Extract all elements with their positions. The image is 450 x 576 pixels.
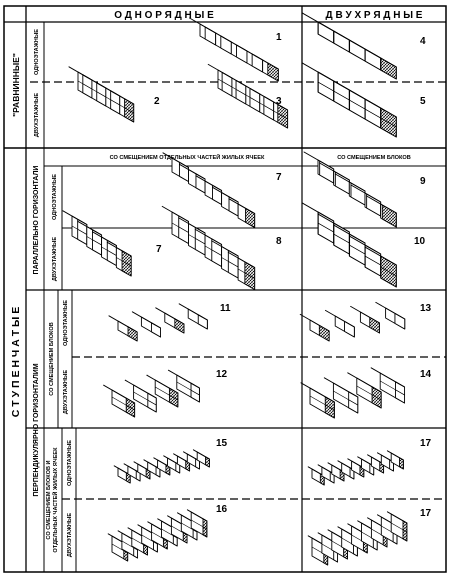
building-9 xyxy=(303,151,397,228)
building-7a xyxy=(162,152,256,228)
variant-7a: 7 xyxy=(276,172,282,183)
header-double-row: Д В У Х Р Я Д Н Ы Е xyxy=(326,10,423,21)
label-offset-blocks-top: СО СМЕЩЕНИЕМ БЛОКОВ xyxy=(337,155,411,161)
building-1 xyxy=(189,17,279,82)
label-one-storey-perp2: ОДНОЭТАЖНЫЕ xyxy=(67,440,73,486)
building-12 xyxy=(103,369,200,418)
variant-13: 13 xyxy=(420,303,432,314)
label-offset-blocks-parts: ОТДЕЛЬНЫХ ЧАСТЕЙ ЖИЛЫХ ЯЧЕЕК xyxy=(51,447,59,553)
building-8 xyxy=(161,205,256,290)
label-offset-blocks-and: СО СМЕЩЕНИЕМ БЛОКОВ И xyxy=(46,460,52,539)
label-one-storey-flat: ОДНОЭТАЖНЫЕ xyxy=(34,29,40,75)
building-3 xyxy=(207,63,289,129)
building-13 xyxy=(299,301,406,342)
variant-15: 15 xyxy=(216,438,228,449)
building-11 xyxy=(108,303,208,342)
variant-16: 16 xyxy=(216,504,228,515)
variant-12: 12 xyxy=(216,369,228,380)
label-offset-parts: СО СМЕЩЕНИЕМ ОТДЕЛЬНЫХ ЧАСТЕЙ ЖИЛЫХ ЯЧЕЕ… xyxy=(110,153,265,161)
label-two-storey-flat: ДВУХЭТАЖНЫЕ xyxy=(34,93,40,138)
label-flat: "РАВНИННЫЕ" xyxy=(11,53,21,117)
variant-17b: 17 xyxy=(420,508,432,519)
variant-7b: 7 xyxy=(156,244,162,255)
label-two-storey-perp1: ДВУХЭТАЖНЫЕ xyxy=(63,370,69,415)
header-single-row: О Д Н О Р Я Д Н Ы Е xyxy=(114,10,214,21)
building-4 xyxy=(302,12,397,80)
grid-frame xyxy=(3,5,447,573)
building-drawings xyxy=(62,12,408,566)
building-2 xyxy=(68,66,135,123)
label-two-storey-parallel: ДВУХЭТАЖНЫЕ xyxy=(52,237,58,282)
variant-4: 4 xyxy=(420,36,426,47)
variant-9: 9 xyxy=(420,176,426,187)
variant-14: 14 xyxy=(420,369,432,380)
building-15 xyxy=(113,449,210,484)
variant-2: 2 xyxy=(154,96,160,107)
label-perpendicular: ПЕРПЕНДИКУЛЯРНО ГОРИЗОНТАЛИМ xyxy=(33,363,40,496)
building-14 xyxy=(300,367,406,419)
label-one-storey-perp1: ОДНОЭТАЖНЫЕ xyxy=(63,300,69,346)
label-one-storey-parallel: ОДНОЭТАЖНЫЕ xyxy=(52,174,58,220)
variant-8: 8 xyxy=(276,236,282,247)
variant-17a: 17 xyxy=(420,438,432,449)
label-parallel: ПАРАЛЛЕЛЬНО ГОРИЗОНТАЛИ xyxy=(33,166,40,275)
variant-3: 3 xyxy=(276,96,282,107)
label-stepped: С Т У П Е Н Ч А Т Ы Е xyxy=(10,307,22,418)
building-7b xyxy=(62,210,132,277)
label-offset-blocks-mid: СО СМЕЩЕНИЕМ БЛОКОВ xyxy=(49,322,55,396)
variant-1: 1 xyxy=(276,32,282,43)
building-17a xyxy=(307,450,404,486)
building-5 xyxy=(302,62,397,138)
variant-11: 11 xyxy=(220,303,231,314)
building-17b xyxy=(307,511,408,566)
building-10 xyxy=(302,202,397,288)
variant-5: 5 xyxy=(420,96,426,107)
label-two-storey-perp2: ДВУХЭТАЖНЫЕ xyxy=(67,513,73,558)
variant-10: 10 xyxy=(414,236,426,247)
building-16 xyxy=(107,509,208,562)
